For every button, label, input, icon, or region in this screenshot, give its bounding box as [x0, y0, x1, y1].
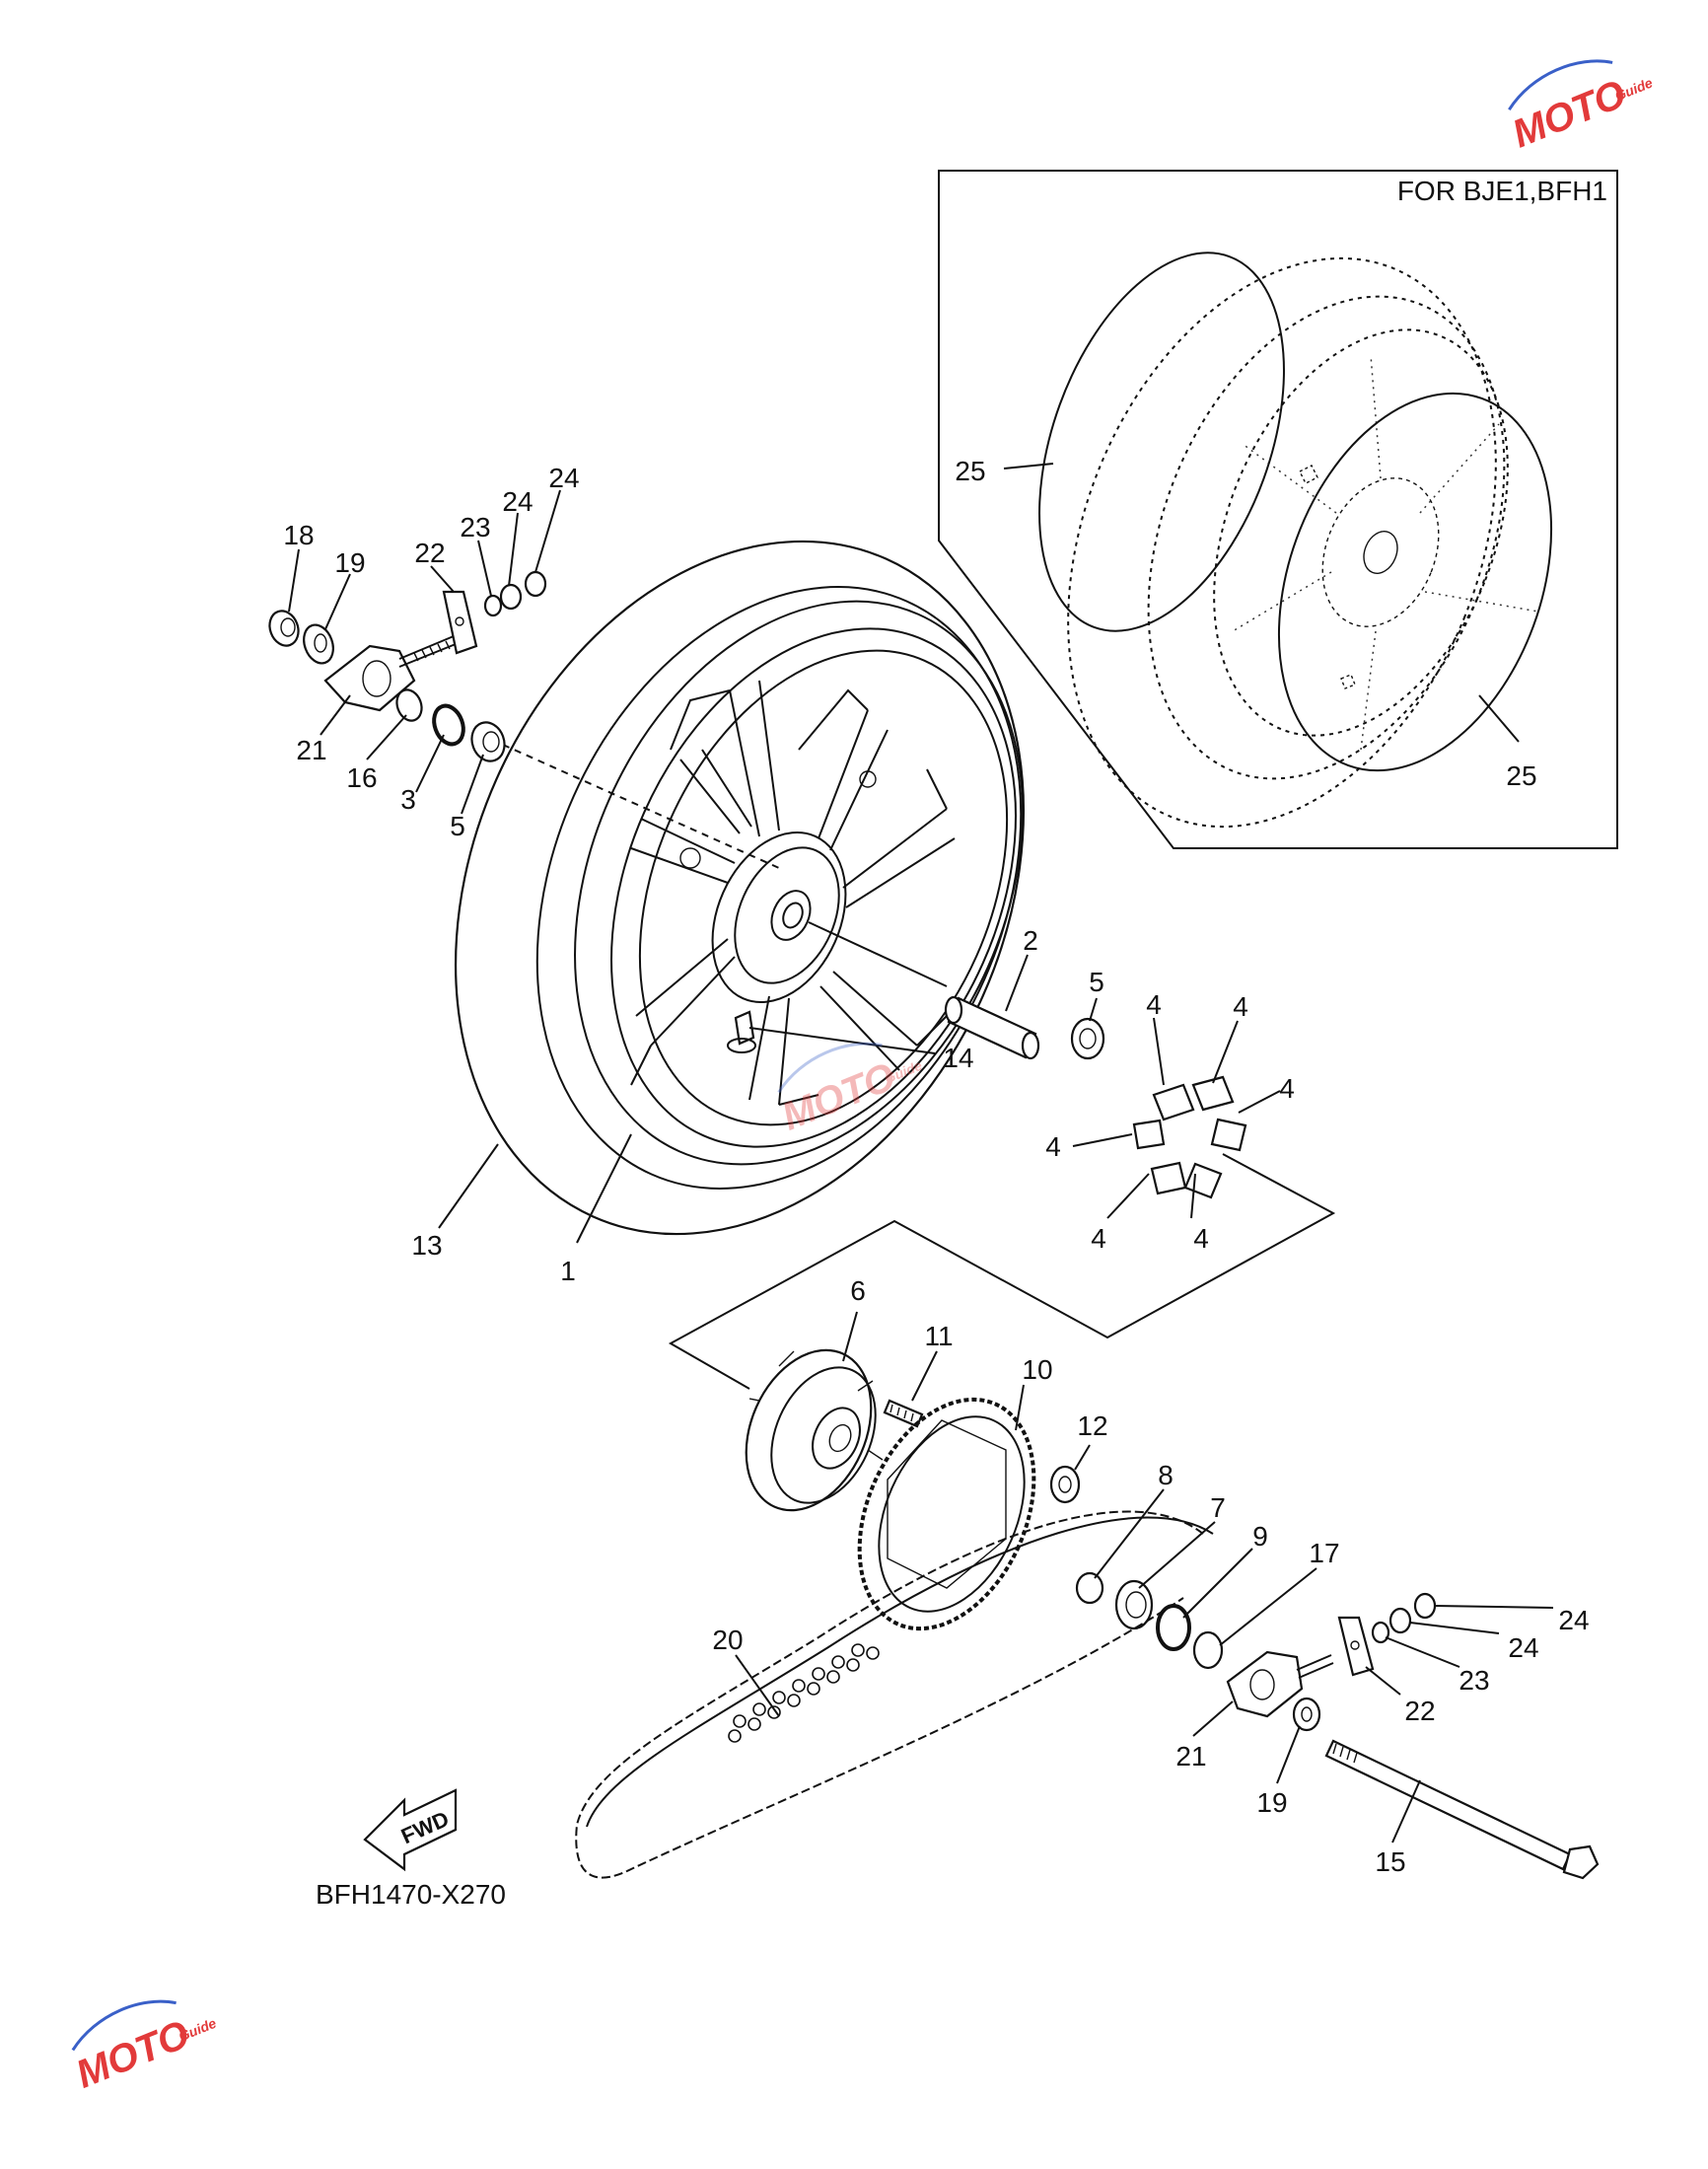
- callout-18: 18: [283, 520, 314, 550]
- callout-4: 4: [1146, 989, 1162, 1020]
- clutch-hub-6: [745, 1348, 884, 1512]
- nut-24b: [524, 570, 547, 598]
- callout-23: 23: [1459, 1665, 1489, 1696]
- callout-4: 4: [1233, 991, 1248, 1022]
- callout-24: 24: [1558, 1605, 1589, 1635]
- callout-4: 4: [1091, 1223, 1106, 1254]
- washer-19b: [1292, 1697, 1321, 1732]
- callout-21: 21: [1175, 1741, 1206, 1771]
- callout-19: 19: [1256, 1787, 1287, 1818]
- variant-inset: FOR BJE1,BFH1: [938, 170, 1618, 849]
- chain-adjuster-21a: [323, 635, 457, 712]
- right-hardware: [1226, 1592, 1600, 1880]
- rim-tape-front: [1277, 392, 1553, 772]
- washer-23b: [1371, 1621, 1390, 1644]
- bearing-5a: [470, 721, 506, 762]
- collar-16: [395, 688, 423, 722]
- washer-23a: [483, 594, 503, 617]
- callout-25: 25: [1506, 760, 1536, 791]
- callout-24: 24: [502, 486, 533, 517]
- bearing-7: [1114, 1579, 1154, 1630]
- callout-16: 16: [346, 762, 377, 793]
- callouts: 18 19 22 23 24 24 21 16 3 5 25 25 2 5 14…: [283, 456, 1589, 1877]
- callout-11: 11: [924, 1321, 953, 1351]
- callout-5: 5: [450, 811, 465, 841]
- nut-24d: [1413, 1592, 1437, 1620]
- plate-22a: [442, 590, 478, 655]
- collar-2: [944, 995, 1040, 1060]
- svg-text:MOTO: MOTO: [1507, 72, 1632, 156]
- callout-24: 24: [548, 463, 579, 493]
- callout-1: 1: [560, 1256, 576, 1286]
- callout-4: 4: [1193, 1223, 1209, 1254]
- rear-wheel: [455, 540, 1025, 1236]
- chain-adjuster-21b: [1226, 1650, 1334, 1718]
- leader-lines: [288, 489, 1554, 1844]
- collar-17: [1192, 1630, 1224, 1670]
- bearing-5b: [1070, 1017, 1105, 1060]
- fwd-arrow: FWD: [363, 1788, 458, 1872]
- axle-15: [1324, 1739, 1600, 1880]
- callout-24: 24: [1508, 1632, 1538, 1663]
- variant-title: FOR BJE1,BFH1: [1397, 176, 1607, 206]
- svg-text:MOTO: MOTO: [70, 2012, 195, 2096]
- svg-text:Guide: Guide: [1612, 74, 1655, 104]
- inset-wheel: [1067, 256, 1539, 829]
- valve: [734, 1010, 755, 1046]
- drive-chain-20: [575, 1510, 1214, 1879]
- plate-22b: [1337, 1616, 1375, 1677]
- washer-19a: [303, 623, 334, 665]
- callout-22: 22: [1404, 1696, 1435, 1726]
- rim: [610, 627, 1017, 1148]
- callout-3: 3: [400, 784, 416, 815]
- callout-7: 7: [1210, 1492, 1226, 1523]
- oil-seal-3: [432, 703, 465, 747]
- nut-18: [268, 610, 300, 647]
- callout-12: 12: [1077, 1410, 1107, 1441]
- callout-15: 15: [1375, 1846, 1405, 1877]
- callout-25: 25: [955, 456, 985, 486]
- callout-22: 22: [414, 538, 445, 568]
- nut-12: [1049, 1465, 1081, 1504]
- rim-tape-rear: [1038, 252, 1285, 632]
- callout-6: 6: [850, 1275, 866, 1306]
- collar-8: [1075, 1571, 1104, 1605]
- callout-8: 8: [1158, 1460, 1174, 1490]
- callout-19: 19: [334, 547, 365, 578]
- callout-17: 17: [1309, 1538, 1339, 1568]
- nut-24a: [499, 583, 523, 611]
- diagram-code: BFH1470-X270: [316, 1879, 506, 1910]
- callout-4: 4: [1045, 1131, 1061, 1162]
- watermark-bottom-left: MOTO Guide: [70, 1999, 219, 2097]
- callout-23: 23: [460, 512, 490, 542]
- svg-text:Guide: Guide: [177, 2015, 219, 2045]
- left-hardware: [268, 570, 547, 762]
- callout-4: 4: [1279, 1073, 1295, 1104]
- watermark-top-right: MOTO Guide: [1507, 59, 1655, 156]
- stud-11: [883, 1399, 924, 1428]
- callout-10: 10: [1022, 1354, 1052, 1385]
- damper-rubbers: [1132, 1075, 1247, 1199]
- nut-24c: [1388, 1607, 1412, 1634]
- callout-13: 13: [411, 1230, 442, 1261]
- tire: [455, 540, 1025, 1236]
- callout-5: 5: [1089, 967, 1104, 997]
- callout-21: 21: [296, 735, 326, 765]
- callout-20: 20: [712, 1625, 743, 1655]
- callout-9: 9: [1252, 1521, 1268, 1552]
- callout-14: 14: [943, 1043, 973, 1073]
- callout-2: 2: [1023, 925, 1038, 956]
- oil-seal-9: [1156, 1604, 1191, 1651]
